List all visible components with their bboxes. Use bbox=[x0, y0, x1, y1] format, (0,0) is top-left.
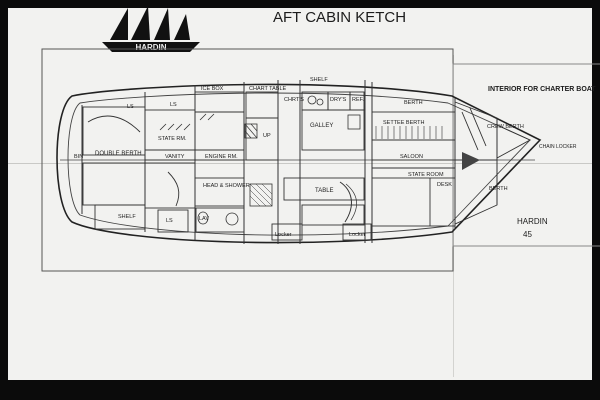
label-desk: DESK bbox=[437, 182, 452, 188]
companionway bbox=[339, 181, 352, 223]
label-locker-1: Locker bbox=[275, 232, 292, 238]
label-head-shower: HEAD & SHOWER bbox=[203, 183, 250, 189]
label-bin: BIN bbox=[74, 154, 83, 160]
settee-berth-hatch bbox=[375, 126, 443, 139]
hull-outline bbox=[56, 83, 542, 244]
label-engine-rm: ENGINE RM. bbox=[205, 154, 238, 160]
bow-frame bbox=[452, 63, 600, 247]
page-title: AFT CABIN KETCH bbox=[273, 9, 406, 26]
label-chrt: CHRT'S bbox=[284, 97, 304, 103]
galley-fixtures bbox=[197, 95, 361, 226]
label-state-rm: STATE RM. bbox=[158, 136, 187, 142]
logo-text: HARDIN bbox=[135, 43, 166, 52]
label-ls-3: LS bbox=[166, 218, 173, 224]
builder-name: HARDIN bbox=[517, 217, 548, 226]
label-ls-1: LS bbox=[127, 104, 134, 110]
label-state-room: STATE ROOM bbox=[408, 172, 444, 178]
label-shelf-top: SHELF bbox=[310, 77, 328, 83]
mast-hatch-fwd bbox=[462, 152, 480, 170]
partitions bbox=[82, 91, 456, 241]
label-chain-locker: CHAIN LOCKER bbox=[539, 144, 577, 150]
label-saloon: SALOON bbox=[400, 154, 423, 160]
builder-model: 45 bbox=[523, 230, 532, 239]
label-ice-box: ICE BOX bbox=[201, 86, 224, 92]
aft-berth-curve bbox=[87, 115, 141, 133]
label-vanity: VANITY bbox=[165, 154, 185, 160]
hull-inner-outline bbox=[67, 92, 531, 236]
label-galley: GALLEY bbox=[310, 123, 333, 129]
label-berth-stbd: BERTH bbox=[489, 186, 508, 192]
bulkheads bbox=[81, 80, 498, 244]
label-table: TABLE bbox=[315, 188, 334, 194]
stairs-curve bbox=[167, 171, 180, 207]
label-locker-2: Locker bbox=[349, 232, 366, 238]
label-settee-berth: SETTEE BERTH bbox=[383, 120, 424, 126]
label-lav: LAV bbox=[199, 216, 209, 222]
label-ref: REF. bbox=[352, 97, 364, 103]
label-berth-fwd: BERTH bbox=[404, 100, 423, 106]
mast-hatch-aft bbox=[244, 123, 258, 139]
label-dry: DRY'S bbox=[330, 97, 347, 103]
label-shelf-bottom: SHELF bbox=[118, 214, 136, 220]
label-double-berth: DOUBLE BERTH bbox=[95, 151, 142, 157]
bow-compartments bbox=[454, 101, 532, 225]
hardin-logo: HARDIN bbox=[102, 6, 200, 52]
label-crew-berth: CREW BERTH bbox=[487, 124, 524, 130]
subtitle: INTERIOR FOR CHARTER BOAT bbox=[488, 86, 596, 93]
label-ls-2: LS bbox=[170, 102, 177, 108]
label-chart-table: CHART TABLE bbox=[249, 86, 287, 92]
engine-marks bbox=[159, 113, 215, 131]
label-up: UP bbox=[263, 133, 271, 139]
